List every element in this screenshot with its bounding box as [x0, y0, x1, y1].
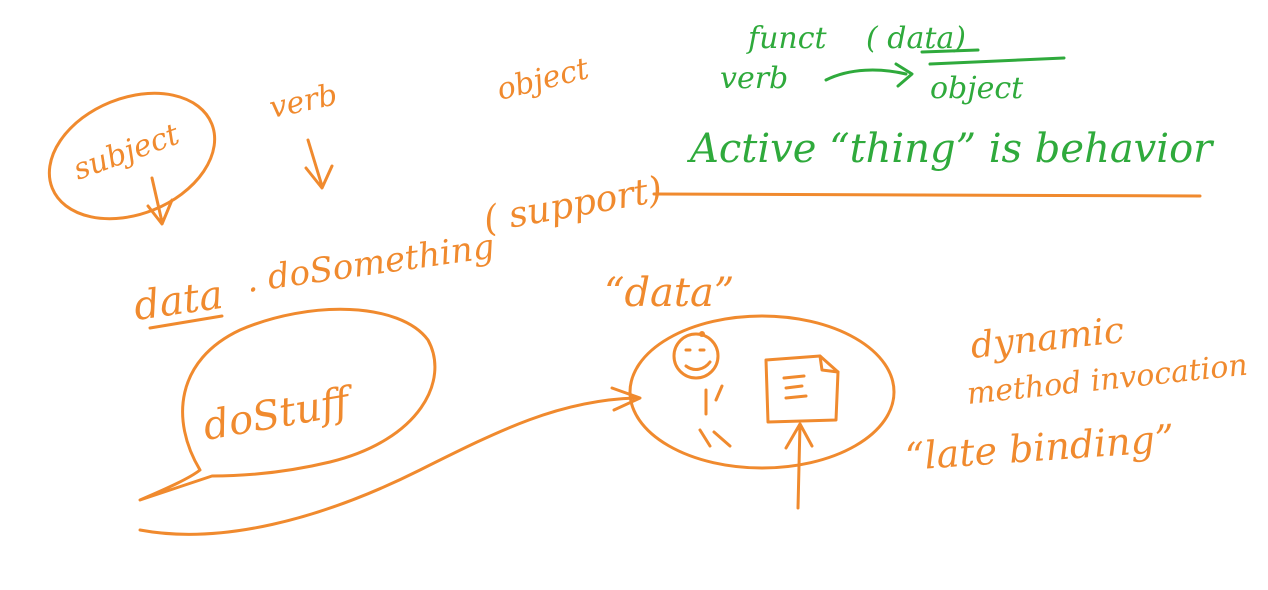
data-underline — [920, 48, 980, 54]
verb-arrow — [304, 138, 334, 190]
late-binding-label: “late binding” — [904, 416, 1176, 479]
subject-arrow — [146, 176, 174, 226]
header-divider — [652, 192, 1202, 198]
do-stuff-label: doStuff — [200, 378, 360, 450]
object2-label: object — [930, 71, 1024, 106]
data-call-underline — [148, 314, 224, 330]
subject-label: subject — [69, 117, 185, 188]
dynamic-label: dynamic — [969, 310, 1126, 367]
verb2-label: verb — [720, 61, 788, 96]
funct-label: funct — [746, 21, 828, 56]
subject-bubble — [47, 91, 217, 221]
verb-to-object-arrow — [824, 62, 914, 88]
message-arrow — [138, 386, 642, 536]
do-something-label: . doSomething — [244, 226, 497, 300]
object-bubble — [628, 314, 896, 470]
speech-bubble — [138, 307, 437, 502]
data-call-label: data — [131, 272, 226, 330]
active-thing-label: Active “thing” is behavior — [686, 126, 1215, 172]
support-label: ( support) — [480, 169, 665, 241]
document-icon — [764, 354, 840, 424]
object-label: object — [493, 51, 593, 108]
object2-overline — [928, 56, 1066, 66]
document-pointer-arrow — [784, 422, 814, 510]
data-quoted-label: “data” — [604, 270, 734, 316]
verb-label: verb — [266, 77, 340, 125]
stick-figure-icon — [672, 331, 732, 448]
